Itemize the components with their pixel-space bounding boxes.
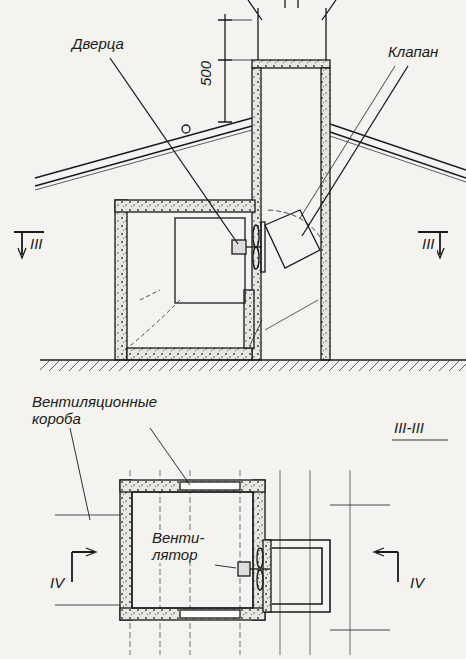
- section-mark: IV: [408, 575, 426, 592]
- section-mark: IV: [48, 575, 66, 592]
- part-label: Вентиляционные короба: [30, 394, 184, 427]
- part-label: Дверца: [70, 36, 126, 53]
- section-title: III-III: [392, 420, 426, 437]
- section-mark: III: [420, 236, 437, 253]
- part-label: Клапан: [386, 44, 440, 61]
- part-label: Венти- лятор: [150, 530, 212, 563]
- dimension: 500: [198, 59, 215, 88]
- section-mark: III: [28, 236, 45, 253]
